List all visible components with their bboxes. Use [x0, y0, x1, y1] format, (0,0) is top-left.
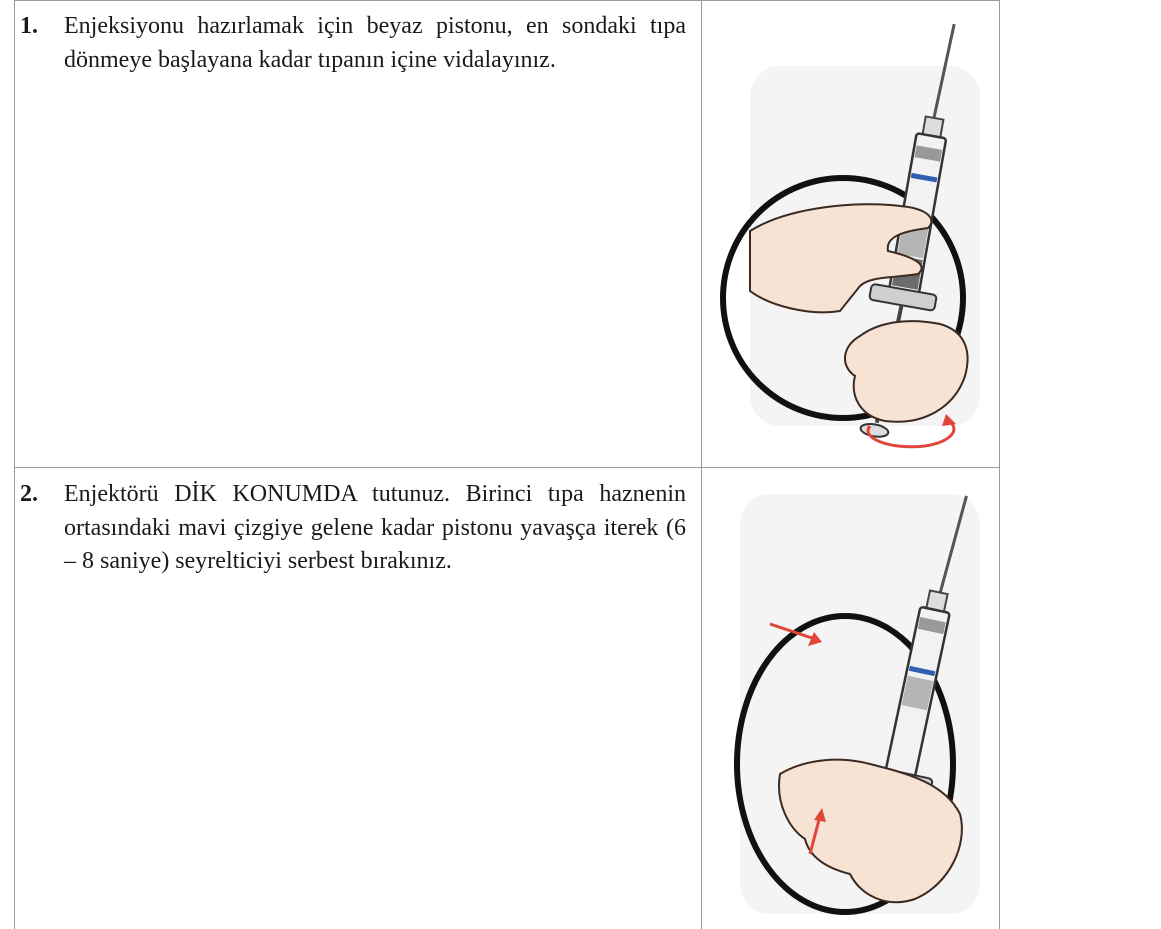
step-1: 1. Enjeksiyonu hazırlamak için beyaz pis…: [64, 10, 686, 77]
step-1-number: 1.: [20, 10, 38, 44]
step-2-number: 2.: [20, 478, 38, 512]
table-top-border: [14, 0, 1000, 1]
table-row-divider: [14, 467, 1000, 468]
step-2: 2. Enjektörü DİK KONUMDA tutunuz. Birinc…: [64, 478, 686, 579]
table-column-divider: [701, 0, 702, 929]
step-2-text: Enjektörü DİK KONUMDA tutunuz. Birinci t…: [64, 478, 686, 579]
step-1-text: Enjeksiyonu hazırlamak için beyaz piston…: [64, 10, 686, 77]
syringe-push-plunger-illustration: [710, 474, 992, 924]
syringe-rotate-plunger-illustration: [710, 6, 992, 464]
